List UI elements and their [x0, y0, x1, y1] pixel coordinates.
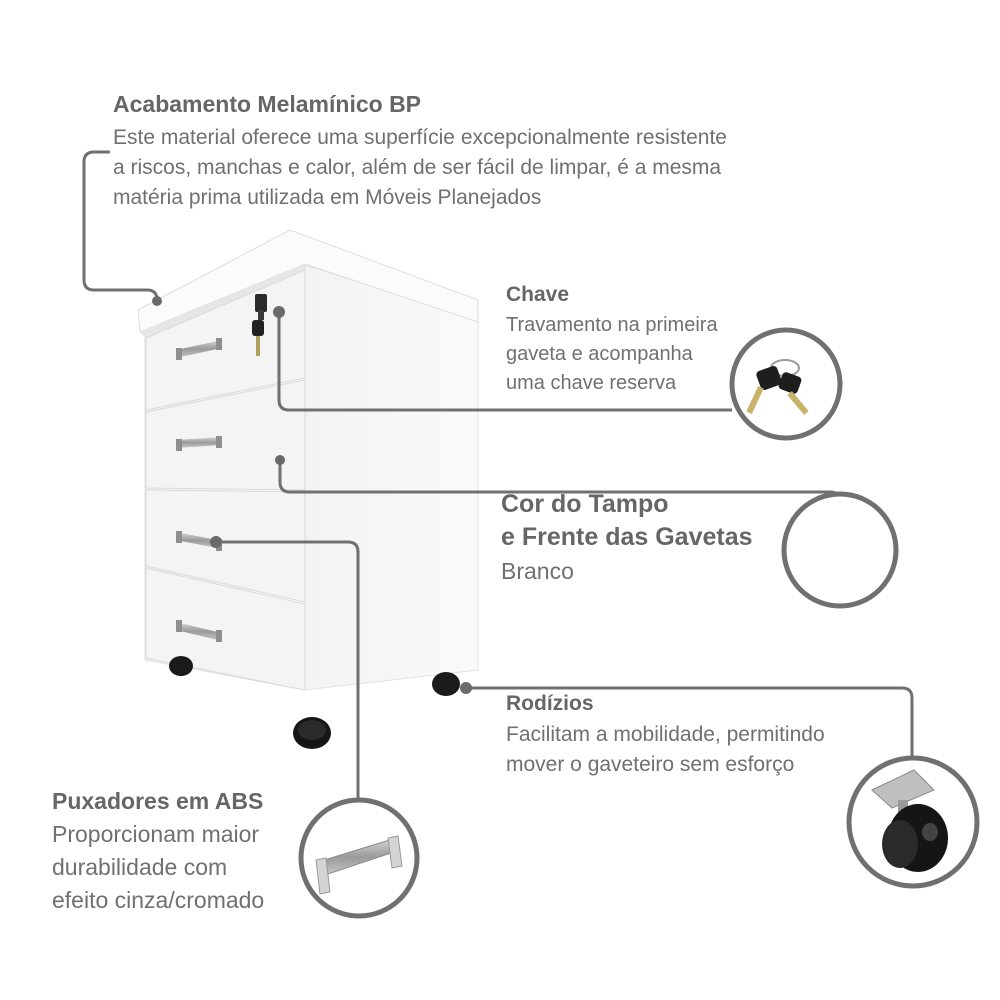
feature-desc-line: Facilitam a mobilidade, permitindo: [506, 723, 825, 746]
feature-desc-line: a riscos, manchas e calor, além de ser f…: [113, 156, 722, 179]
callout-line-chave: [277, 312, 732, 412]
handle-icon: [176, 436, 222, 451]
feature-title: Acabamento Melamínico BP: [113, 91, 422, 117]
feature-desc-line: gaveta e acompanha: [506, 343, 693, 365]
feature-desc-line: durabilidade com: [52, 854, 228, 880]
handle-icon: [176, 338, 222, 360]
handle-detail-circle: [298, 797, 420, 919]
cabinet-side-panel: [304, 264, 479, 691]
color-value: Branco: [501, 558, 574, 584]
callout-line-rodizios: [466, 686, 914, 758]
key-detail-circle: [729, 327, 843, 441]
callout-dots: [152, 296, 472, 694]
feature-title: Puxadores em ABS: [52, 788, 264, 814]
key-icon: [746, 359, 809, 415]
feature-title: e Frente das Gavetas: [501, 523, 753, 551]
drawer-2: [145, 379, 306, 491]
handle-icon: [315, 835, 403, 895]
white-swatch-icon: [781, 491, 899, 609]
feature-title: Rodízios: [506, 692, 594, 715]
feature-desc-line: efeito cinza/cromado: [52, 887, 265, 913]
feature-desc-line: Travamento na primeira: [506, 314, 718, 336]
callout-line-acabamento: [82, 150, 159, 301]
feature-acabamento: Acabamento Melamínico BP Este material o…: [113, 93, 833, 213]
feature-desc-line: uma chave reserva: [506, 372, 677, 394]
drawer-cabinet: [137, 229, 479, 749]
drawer-3: [145, 489, 306, 603]
lock-icon: [252, 294, 267, 356]
caster-detail-circle: [846, 755, 980, 889]
feature-desc-line: Este material oferece uma superfície exc…: [113, 126, 727, 149]
feature-title: Cor do Tampo: [501, 490, 669, 518]
feature-desc-line: mover o gaveteiro sem esforço: [506, 753, 795, 776]
caster-wheel-icon: [871, 769, 948, 872]
feature-title: Chave: [506, 283, 570, 306]
feature-rodizios: Rodízios Facilitam a mobilidade, permiti…: [506, 693, 906, 780]
drawer-handles: [176, 338, 222, 642]
callout-line-puxadores: [216, 540, 360, 800]
feature-desc-line: Proporcionam maior: [52, 821, 260, 847]
feature-puxadores: Puxadores em ABS Proporcionam maior dura…: [52, 790, 332, 917]
caster-wheel-icon: [169, 656, 460, 749]
handle-icon: [176, 620, 222, 642]
feature-cor: Cor do Tampo e Frente das Gavetas Branco: [501, 488, 791, 586]
feature-chave: Chave Travamento na primeira gaveta e ac…: [506, 284, 776, 398]
feature-desc-line: matéria prima utilizada em Móveis Planej…: [113, 186, 542, 209]
